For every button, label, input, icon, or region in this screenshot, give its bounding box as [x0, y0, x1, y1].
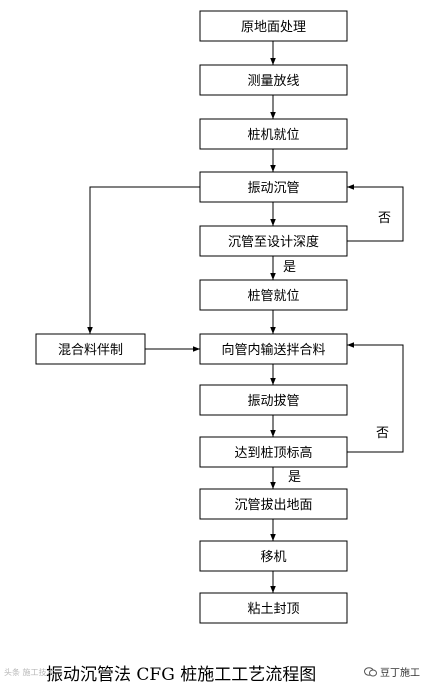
flow-node-box [199, 592, 348, 624]
flow-node-label: 混合料伴制 [58, 343, 123, 358]
flow-node-n9: 达到桩顶标高 [199, 436, 348, 468]
flow-node-label: 向管内输送拌合料 [221, 342, 325, 358]
flow-edge-n5-n4 [347, 184, 404, 242]
flow-edge-n4-n13 [87, 186, 200, 334]
flow-node-n7: 向管内输送拌合料 [199, 333, 348, 365]
flow-edge-n9-n7 [347, 342, 404, 453]
flow-node-box [199, 10, 348, 42]
flow-node-box [199, 118, 348, 150]
flow-node-label: 沉管至设计深度 [228, 234, 319, 250]
flow-node-n10: 沉管拔出地面 [199, 488, 348, 520]
flow-edge-label: 否 [378, 211, 391, 226]
flow-node-n12: 粘土封顶 [199, 592, 348, 624]
flow-node-label: 桩管就位 [247, 289, 299, 304]
flow-node-n4: 振动沉管 [199, 171, 348, 203]
flow-node-n11: 移机 [199, 540, 348, 572]
flow-node-box [199, 384, 348, 416]
flow-node-label: 振动沉管 [247, 181, 299, 196]
watermark-left: 头条 施工技术 [4, 668, 55, 677]
flow-node-n3: 桩机就位 [199, 118, 348, 150]
flow-node-label: 振动拔管 [247, 394, 299, 409]
flow-node-box [199, 64, 348, 96]
flow-node-label: 粘土封顶 [247, 602, 299, 617]
flow-edge-label: 是 [283, 260, 296, 275]
flow-node-label: 移机 [260, 550, 286, 565]
flow-node-n5: 沉管至设计深度 [199, 225, 348, 257]
flow-node-n1: 原地面处理 [199, 10, 348, 42]
flow-node-label: 沉管拔出地面 [234, 498, 312, 513]
flow-node-box [199, 279, 348, 311]
flow-node-box [199, 171, 348, 203]
flow-node-label: 测量放线 [247, 74, 299, 89]
flow-edge-label: 是 [288, 470, 301, 485]
wechat-icon [364, 666, 377, 676]
watermark-right: 豆丁施工 [364, 664, 420, 679]
flow-node-n13: 混合料伴制 [35, 333, 146, 365]
flow-node-box [35, 333, 146, 365]
flow-node-n6: 桩管就位 [199, 279, 348, 311]
watermark-right-text: 豆丁施工 [380, 668, 420, 679]
flow-node-box [199, 488, 348, 520]
diagram-caption: 振动沉管法 CFG 桩施工工艺流程图 [46, 665, 317, 685]
flow-node-box [199, 540, 348, 572]
flow-node-n8: 振动拔管 [199, 384, 348, 416]
flow-node-n2: 测量放线 [199, 64, 348, 96]
flow-node-label: 原地面处理 [241, 20, 306, 35]
flow-node-label: 桩机就位 [247, 128, 299, 143]
flow-node-box [199, 333, 348, 365]
flow-edge-label: 否 [376, 426, 389, 441]
flow-node-label: 达到桩顶标高 [234, 445, 312, 461]
flow-node-box [199, 225, 348, 257]
flow-node-box [199, 436, 348, 468]
